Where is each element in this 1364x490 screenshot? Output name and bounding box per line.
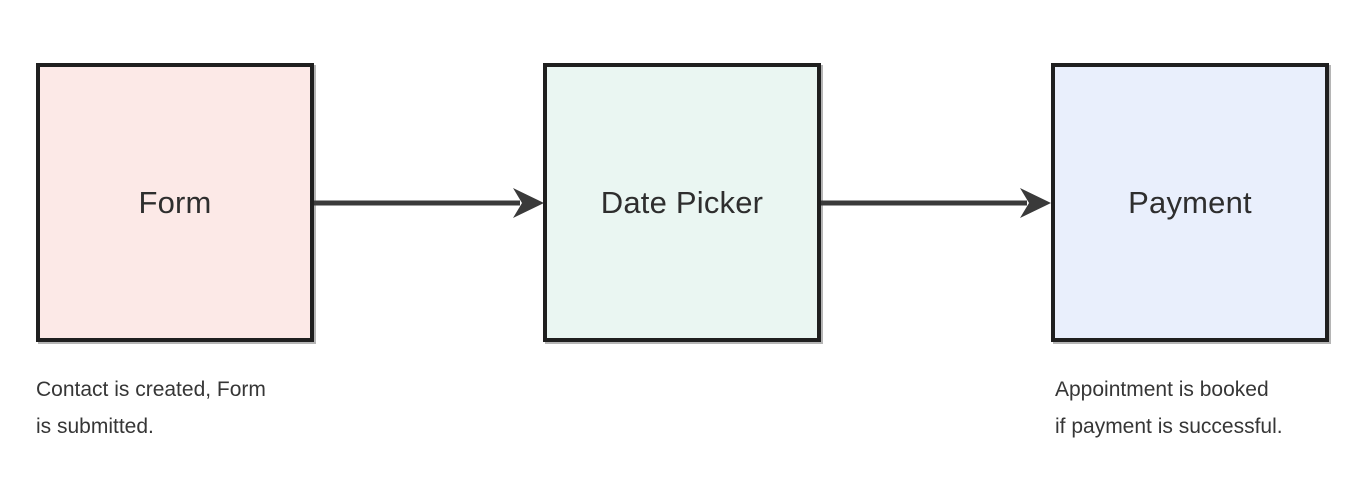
caption-line: is submitted.: [36, 415, 154, 438]
caption-line: if payment is successful.: [1055, 415, 1283, 438]
arrow-datepicker-to-payment: [821, 188, 1051, 218]
caption-form: Contact is created, Form is submitted.: [36, 371, 266, 445]
node-form-label: Form: [138, 184, 212, 220]
arrow-form-to-datepicker: [314, 188, 544, 218]
node-date-picker-label: Date Picker: [600, 184, 764, 220]
caption-line: Appointment is booked: [1055, 378, 1269, 401]
arrowhead-right-icon: [513, 188, 544, 218]
node-payment: Payment: [1051, 63, 1329, 342]
arrowhead-right-icon: [1020, 188, 1051, 218]
node-form: Form: [36, 63, 314, 342]
node-payment-label: Payment: [1128, 184, 1252, 220]
caption-line: Contact is created, Form: [36, 378, 266, 401]
caption-payment: Appointment is booked if payment is succ…: [1055, 371, 1283, 445]
node-date-picker: Date Picker: [543, 63, 821, 342]
